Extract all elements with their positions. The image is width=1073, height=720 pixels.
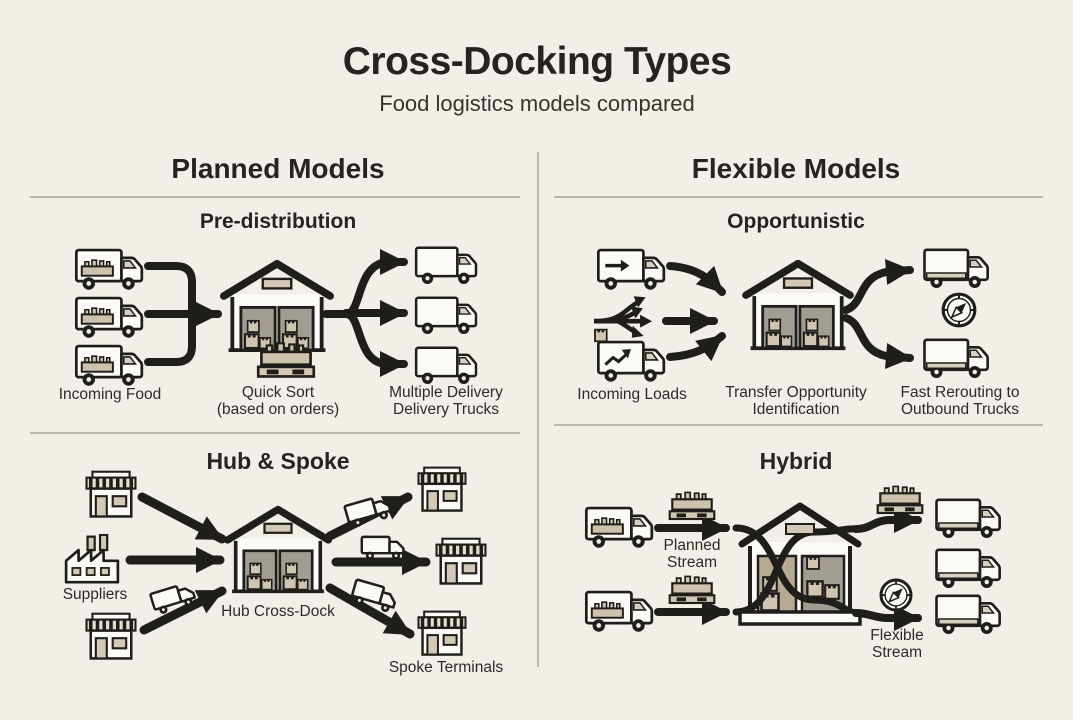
- incoming-loads-label: Incoming Loads: [577, 386, 687, 403]
- flexible-stream-label-line1: Flexible: [870, 627, 924, 644]
- opportunistic-title: Opportunistic: [727, 210, 865, 233]
- flexible-header-underline: [554, 196, 1043, 198]
- flow-arrow: [852, 605, 922, 631]
- trend-chart-truck-icon: [598, 342, 663, 382]
- factory-icon: [64, 534, 120, 584]
- flow-arrow: [852, 507, 922, 533]
- converge-arrows: [662, 262, 726, 362]
- outbound-arrows: [852, 507, 922, 631]
- page-title: Cross-Docking Types: [342, 40, 732, 83]
- planned-models-header: Planned Models: [171, 153, 385, 184]
- hub-spoke-title: Hub & Spoke: [206, 448, 350, 474]
- flow-arrow: [342, 249, 408, 318]
- opportunistic-diagram: [594, 250, 988, 382]
- diverge-arrows: [322, 249, 408, 377]
- warehouse-icon: [746, 264, 850, 349]
- planned-stream-label-line1: Planned: [663, 537, 721, 554]
- delivery-truck-icon: [937, 500, 1000, 538]
- delivery-truck-icon: [925, 250, 988, 288]
- transfer-opportunity-label-line1: Transfer Opportunity: [725, 384, 867, 401]
- fast-rerouting-label-line1: Fast Rerouting to: [900, 384, 1020, 401]
- small-truck-icon: [360, 535, 405, 561]
- incoming-food-label: Incoming Food: [58, 386, 162, 403]
- fast-rerouting-label-line2: Outbound Trucks: [900, 401, 1020, 418]
- food-truck-icon: [586, 508, 651, 548]
- arrow-marked-truck-icon: [598, 250, 663, 290]
- flow-arrow: [325, 583, 415, 639]
- pallet-crate-icon: [876, 485, 924, 515]
- diverge-arrows: [842, 259, 914, 369]
- flexible-stream-label-line2: Stream: [872, 644, 922, 661]
- delivery-truck-icon: [937, 596, 1000, 634]
- delivery-truck-icon: [414, 296, 478, 336]
- braided-streams: [732, 524, 860, 617]
- quick-sort-label-line2: (based on orders): [216, 401, 340, 418]
- delivery-trucks-label-line2: Delivery Trucks: [393, 401, 499, 418]
- flow-arrow: [137, 492, 227, 544]
- flow-arrow: [139, 586, 227, 635]
- flow-arrow: [842, 259, 914, 314]
- planned-stream-label-line2: Stream: [667, 554, 717, 571]
- planned-section-divider: [30, 432, 520, 434]
- pallet-crate-icon: [668, 575, 716, 605]
- compass-icon: [941, 292, 977, 328]
- flexible-section-divider: [554, 424, 1043, 426]
- flow-arrow: [342, 310, 408, 377]
- storefront-icon: [84, 470, 138, 519]
- page-subtitle: Food logistics models compared: [379, 91, 695, 116]
- storefront-icon: [416, 466, 468, 513]
- delivery-truck-icon: [937, 550, 1000, 588]
- delivery-truck-icon: [925, 340, 988, 378]
- transfer-opportunity-label-line2: Identification: [752, 401, 840, 418]
- flow-line: [144, 328, 196, 366]
- hybrid-title: Hybrid: [759, 448, 833, 474]
- food-truck-icon: [586, 592, 651, 632]
- spoke-terminals-label: Spoke Terminals: [388, 659, 504, 676]
- flow-arrow: [842, 314, 914, 369]
- inbound-arrows: [654, 515, 730, 625]
- flexible-models-header: Flexible Models: [691, 153, 901, 184]
- food-truck-icon: [76, 298, 141, 338]
- branching-arrows-icon: [594, 296, 652, 341]
- storefront-icon: [434, 537, 488, 586]
- column-divider: [537, 152, 539, 667]
- flow-arrow: [666, 332, 726, 362]
- warehouse-icon: [224, 264, 330, 350]
- flow-line: [144, 262, 196, 302]
- compass-icon: [879, 578, 913, 612]
- pre-distribution-diagram: [76, 246, 478, 386]
- pallet-crate-icon: [668, 491, 716, 521]
- storefront-icon: [84, 612, 138, 661]
- hub-spoke-diagram: [64, 466, 488, 661]
- warehouse-icon: [228, 509, 329, 591]
- food-truck-icon: [76, 346, 141, 386]
- pre-distribution-title: Pre-distribution: [199, 210, 357, 233]
- delivery-trucks-label-line1: Multiple Delivery: [389, 384, 503, 401]
- hybrid-diagram: [586, 485, 1000, 634]
- hybrid-warehouse-icon: [732, 502, 862, 626]
- food-truck-icon: [76, 250, 141, 290]
- flow-arrow: [666, 262, 726, 296]
- hub-cross-dock-label: Hub Cross-Dock: [221, 603, 335, 620]
- converge-arrows: [144, 262, 222, 366]
- storefront-icon: [416, 610, 468, 657]
- planned-header-underline: [30, 196, 520, 198]
- delivery-truck-icon: [414, 346, 478, 386]
- delivery-truck-icon: [414, 246, 478, 286]
- quick-sort-label-line1: Quick Sort: [241, 384, 315, 401]
- suppliers-label: Suppliers: [62, 586, 128, 603]
